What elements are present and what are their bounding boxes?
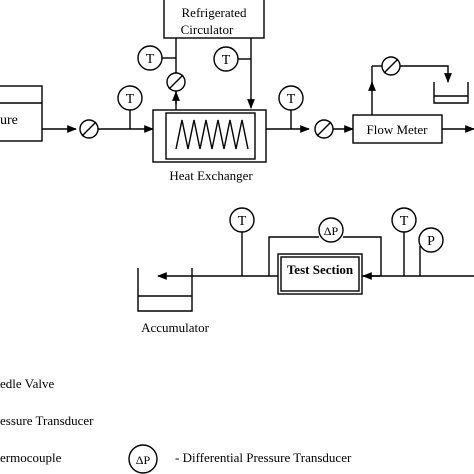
thermocouple-hx-outlet: T bbox=[278, 85, 304, 129]
pressure-transducer-test-inlet: P bbox=[418, 227, 444, 276]
thermocouple-coolant-supply: T bbox=[213, 46, 251, 72]
refrigerated-circulator: Refrigerated Circulator bbox=[163, 0, 265, 39]
svg-text:ΔP: ΔP bbox=[136, 453, 151, 467]
svg-text:T: T bbox=[222, 53, 231, 68]
svg-text:T: T bbox=[238, 214, 247, 229]
svg-text:Accumulator: Accumulator bbox=[141, 320, 210, 335]
needle-valve-coolant bbox=[166, 72, 186, 92]
legend-pressure-transducer: essure Transducer bbox=[0, 413, 94, 428]
differential-pressure-transducer: ΔP bbox=[268, 217, 382, 276]
thermocouple-coolant-return: T bbox=[137, 45, 176, 71]
legend-thermocouple: ermocouple bbox=[0, 450, 62, 465]
svg-text:Test Section: Test Section bbox=[287, 262, 354, 277]
accumulator: Accumulator bbox=[137, 268, 210, 335]
reservoir: ure bbox=[0, 85, 43, 142]
flow-meter: Flow Meter bbox=[352, 114, 443, 144]
svg-text:ΔP: ΔP bbox=[324, 224, 339, 238]
svg-text:P: P bbox=[427, 234, 435, 249]
legend-needle-valve: edle Valve bbox=[0, 376, 54, 391]
needle-valve-bypass bbox=[381, 56, 401, 76]
svg-text:Circulator: Circulator bbox=[181, 22, 234, 37]
thermocouple-test-inlet: T bbox=[391, 207, 417, 276]
svg-text:T: T bbox=[146, 52, 155, 67]
needle-valve-1 bbox=[79, 119, 99, 139]
reservoir-label: ure bbox=[0, 113, 18, 128]
svg-text:T: T bbox=[126, 92, 135, 107]
bypass-tank bbox=[433, 82, 469, 104]
svg-text:Refrigerated: Refrigerated bbox=[182, 5, 247, 20]
svg-text:T: T bbox=[287, 92, 296, 107]
thermocouple-test-outlet: T bbox=[229, 207, 255, 276]
heat-exchanger-label: Heat Exchanger bbox=[169, 168, 253, 183]
svg-text:T: T bbox=[400, 214, 409, 229]
svg-text:Flow Meter: Flow Meter bbox=[366, 122, 428, 137]
legend: edle Valve essure Transducer ermocouple … bbox=[0, 376, 352, 474]
test-section: Test Section bbox=[277, 253, 363, 295]
thermocouple-hx-inlet: T bbox=[117, 85, 143, 129]
legend-differential-pressure-icon: ΔP bbox=[128, 444, 158, 474]
legend-differential-pressure: - Differential Pressure Transducer bbox=[175, 450, 352, 465]
heat-exchanger: Heat Exchanger bbox=[152, 109, 267, 183]
needle-valve-2 bbox=[314, 119, 334, 139]
